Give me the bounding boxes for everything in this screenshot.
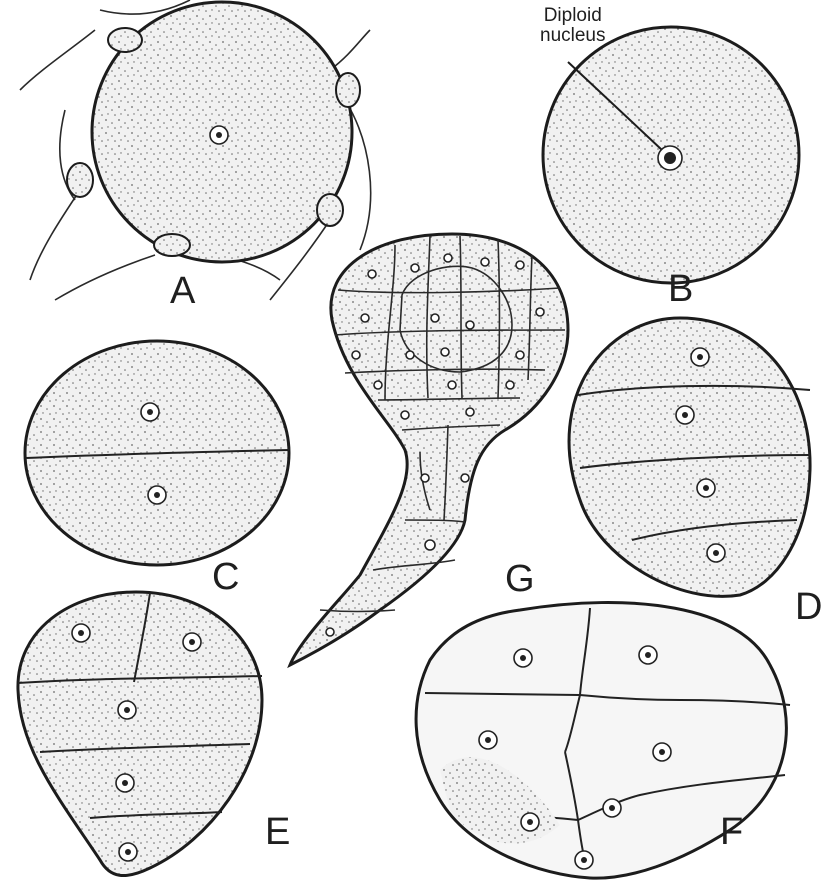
stage-g-proembryo	[290, 234, 568, 665]
embryo-outline	[569, 318, 810, 596]
cell-nucleus	[691, 348, 709, 366]
cell-nucleus	[521, 813, 539, 831]
stage-c-two-cell	[25, 341, 289, 565]
cell-nucleus	[707, 544, 725, 562]
callout-line-1: Diploid	[544, 5, 602, 26]
zygote-nucleus	[210, 126, 228, 144]
label-c: C	[212, 558, 239, 596]
cell-nucleus	[148, 486, 166, 504]
stage-e-embryo	[18, 592, 262, 876]
stage-b-zygote	[543, 27, 799, 283]
callout-line-2: nucleus	[540, 25, 606, 46]
label-b: B	[668, 270, 693, 308]
embryo-outline	[290, 234, 568, 665]
diploid-nucleus-callout: Diploid nucleus	[540, 6, 606, 46]
embryo-outline	[18, 592, 262, 876]
cell-nucleus	[653, 743, 671, 761]
stage-d-four-cell	[569, 318, 810, 596]
cell-nucleus	[183, 633, 201, 651]
cell-nucleus	[697, 479, 715, 497]
cell-nucleus	[514, 649, 532, 667]
cell-nucleus	[676, 406, 694, 424]
cell-nucleus	[479, 731, 497, 749]
label-e: E	[265, 813, 290, 851]
label-a: A	[170, 272, 195, 310]
stage-a-zygote	[20, 0, 371, 300]
cell-nucleus	[639, 646, 657, 664]
diploid-nucleus-core	[664, 152, 676, 164]
cell-nucleus	[118, 701, 136, 719]
label-d: D	[795, 588, 822, 626]
cell-nucleus	[119, 843, 137, 861]
cell-nucleus	[575, 851, 593, 869]
cell-nucleus	[116, 774, 134, 792]
cell-nucleus	[141, 403, 159, 421]
label-f: F	[720, 813, 743, 851]
cell-nucleus	[603, 799, 621, 817]
cell-nucleus	[72, 624, 90, 642]
label-g: G	[505, 560, 535, 598]
